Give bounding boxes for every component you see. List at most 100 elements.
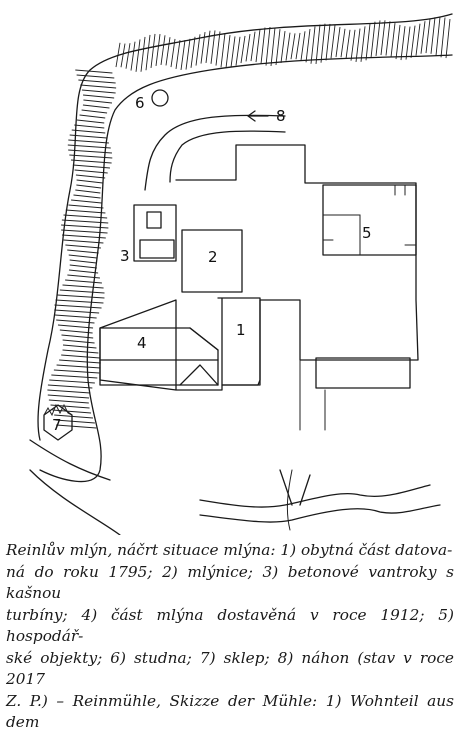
slope-hatch-mark — [56, 364, 101, 369]
slope-hatching — [47, 16, 451, 429]
slope-hatch-mark — [240, 35, 246, 64]
slope-hatch-mark — [74, 169, 108, 174]
slope-hatch-mark — [75, 189, 101, 194]
slope-hatch-mark — [170, 38, 176, 68]
caption-line-1: Reinlův mlýn, náčrt situace mlýna: 1) ob… — [6, 541, 453, 559]
slope-hatch-mark — [69, 259, 97, 264]
residence-outline — [217, 297, 261, 386]
slope-hatch-mark — [73, 194, 101, 199]
slope-hatch-mark — [150, 33, 156, 69]
slope-hatch-mark — [140, 36, 146, 72]
slope-hatch-mark — [160, 35, 166, 66]
slope-hatch-mark — [83, 94, 115, 99]
bank-outline-outer — [37, 13, 453, 441]
label-cellar: 7 — [52, 416, 62, 434]
slope-hatch-mark — [62, 234, 106, 239]
slope-hatch-mark — [62, 344, 97, 349]
slope-hatch-mark — [420, 21, 426, 54]
slope-hatch-mark — [175, 39, 181, 69]
slope-hatch-mark — [47, 394, 90, 399]
slope-hatch-mark — [130, 41, 136, 71]
slope-hatch-mark — [230, 36, 236, 68]
slope-hatch-mark — [47, 384, 93, 389]
slope-hatch-mark — [62, 339, 95, 344]
south-wing-outline — [315, 357, 411, 389]
lane-right — [299, 359, 326, 431]
slope-hatch-mark — [54, 304, 102, 309]
slope-hatch-mark — [330, 25, 336, 59]
slope-hatch-mark — [290, 33, 296, 60]
slope-hatch-mark — [83, 99, 113, 104]
caption-line-3: turbíny; 4) část mlýna dostavěná v roce … — [6, 605, 454, 646]
tailrace-stream — [29, 439, 441, 535]
slope-hatch-mark — [345, 29, 351, 59]
slope-hatch-mark — [305, 28, 311, 63]
lane-mid — [286, 469, 293, 531]
slope-hatch-mark — [335, 27, 341, 58]
slope-hatch-mark — [155, 34, 161, 66]
label-well: 6 — [135, 94, 145, 112]
slope-hatch-mark — [385, 21, 391, 56]
slope-hatch-mark — [265, 26, 271, 66]
slope-hatch-mark — [49, 379, 95, 384]
slope-hatch-mark — [365, 23, 371, 61]
caption-line-5: Z. P.) – Reinmühle, Skizze der Mühle: 1)… — [6, 691, 454, 732]
farm-building-outline — [322, 184, 417, 256]
slope-hatch-mark — [62, 284, 104, 289]
headrace-arrow-icon — [247, 110, 269, 122]
slope-hatch-mark — [350, 29, 356, 61]
well-circle — [151, 89, 169, 107]
slope-hatch-mark — [255, 29, 261, 63]
slope-hatch-mark — [435, 16, 441, 56]
slope-hatch-mark — [275, 29, 281, 66]
slope-hatch-mark — [145, 34, 151, 71]
label-turbine-race: 3 — [120, 247, 130, 265]
slope-hatch-mark — [59, 359, 101, 364]
slope-hatch-mark — [75, 174, 106, 179]
slope-hatch-mark — [76, 74, 115, 79]
headrace-channel — [144, 114, 286, 191]
bank-outline-inner — [39, 54, 453, 483]
slope-hatch-mark — [65, 244, 101, 249]
slope-hatch-mark — [68, 204, 104, 209]
slope-hatch-mark — [65, 279, 102, 284]
slope-hatch-mark — [215, 31, 221, 66]
slope-hatch-mark — [315, 24, 321, 64]
slope-hatch-mark — [65, 209, 106, 214]
slope-hatch-mark — [210, 30, 216, 64]
slope-hatch-mark — [79, 114, 106, 119]
slope-hatch-mark — [61, 354, 100, 359]
slope-hatch-mark — [47, 389, 91, 394]
extension-outline — [99, 327, 219, 386]
slope-hatch-mark — [120, 43, 126, 68]
slope-hatch-mark — [71, 199, 102, 204]
slope-hatch-mark — [190, 36, 196, 68]
slope-hatch-mark — [320, 23, 326, 63]
label-headrace: 8 — [276, 107, 286, 125]
figure-caption: Reinlův mlýn, náčrt situace mlýna: 1) ob… — [6, 540, 454, 734]
slope-hatch-mark — [55, 299, 104, 304]
slope-hatch-mark — [71, 129, 106, 134]
slope-hatch-mark — [300, 31, 306, 61]
slope-hatch-mark — [63, 214, 108, 219]
slope-hatch-mark — [53, 369, 100, 374]
slope-hatch-mark — [56, 319, 95, 324]
slope-hatch-mark — [225, 34, 231, 69]
mill-site-sketch: 1 2 3 4 5 6 7 8 — [29, 13, 453, 535]
slope-hatch-mark — [81, 89, 116, 94]
slope-hatch-mark — [260, 27, 266, 64]
slope-hatch-mark — [69, 154, 113, 159]
slope-hatch-mark — [340, 28, 346, 58]
slope-hatch-mark — [245, 34, 251, 62]
extension-gable — [179, 364, 219, 386]
slope-hatch-mark — [80, 84, 117, 89]
slope-hatch-mark — [55, 419, 95, 424]
slope-hatch-mark — [235, 36, 241, 66]
label-residence: 1 — [236, 321, 246, 339]
slope-hatch-mark — [180, 39, 186, 71]
slope-hatch-mark — [395, 24, 401, 60]
slope-hatch-mark — [360, 26, 366, 62]
slope-hatch-mark — [56, 424, 97, 429]
slope-hatch-mark — [75, 69, 113, 74]
slope-hatch-mark — [81, 109, 108, 114]
